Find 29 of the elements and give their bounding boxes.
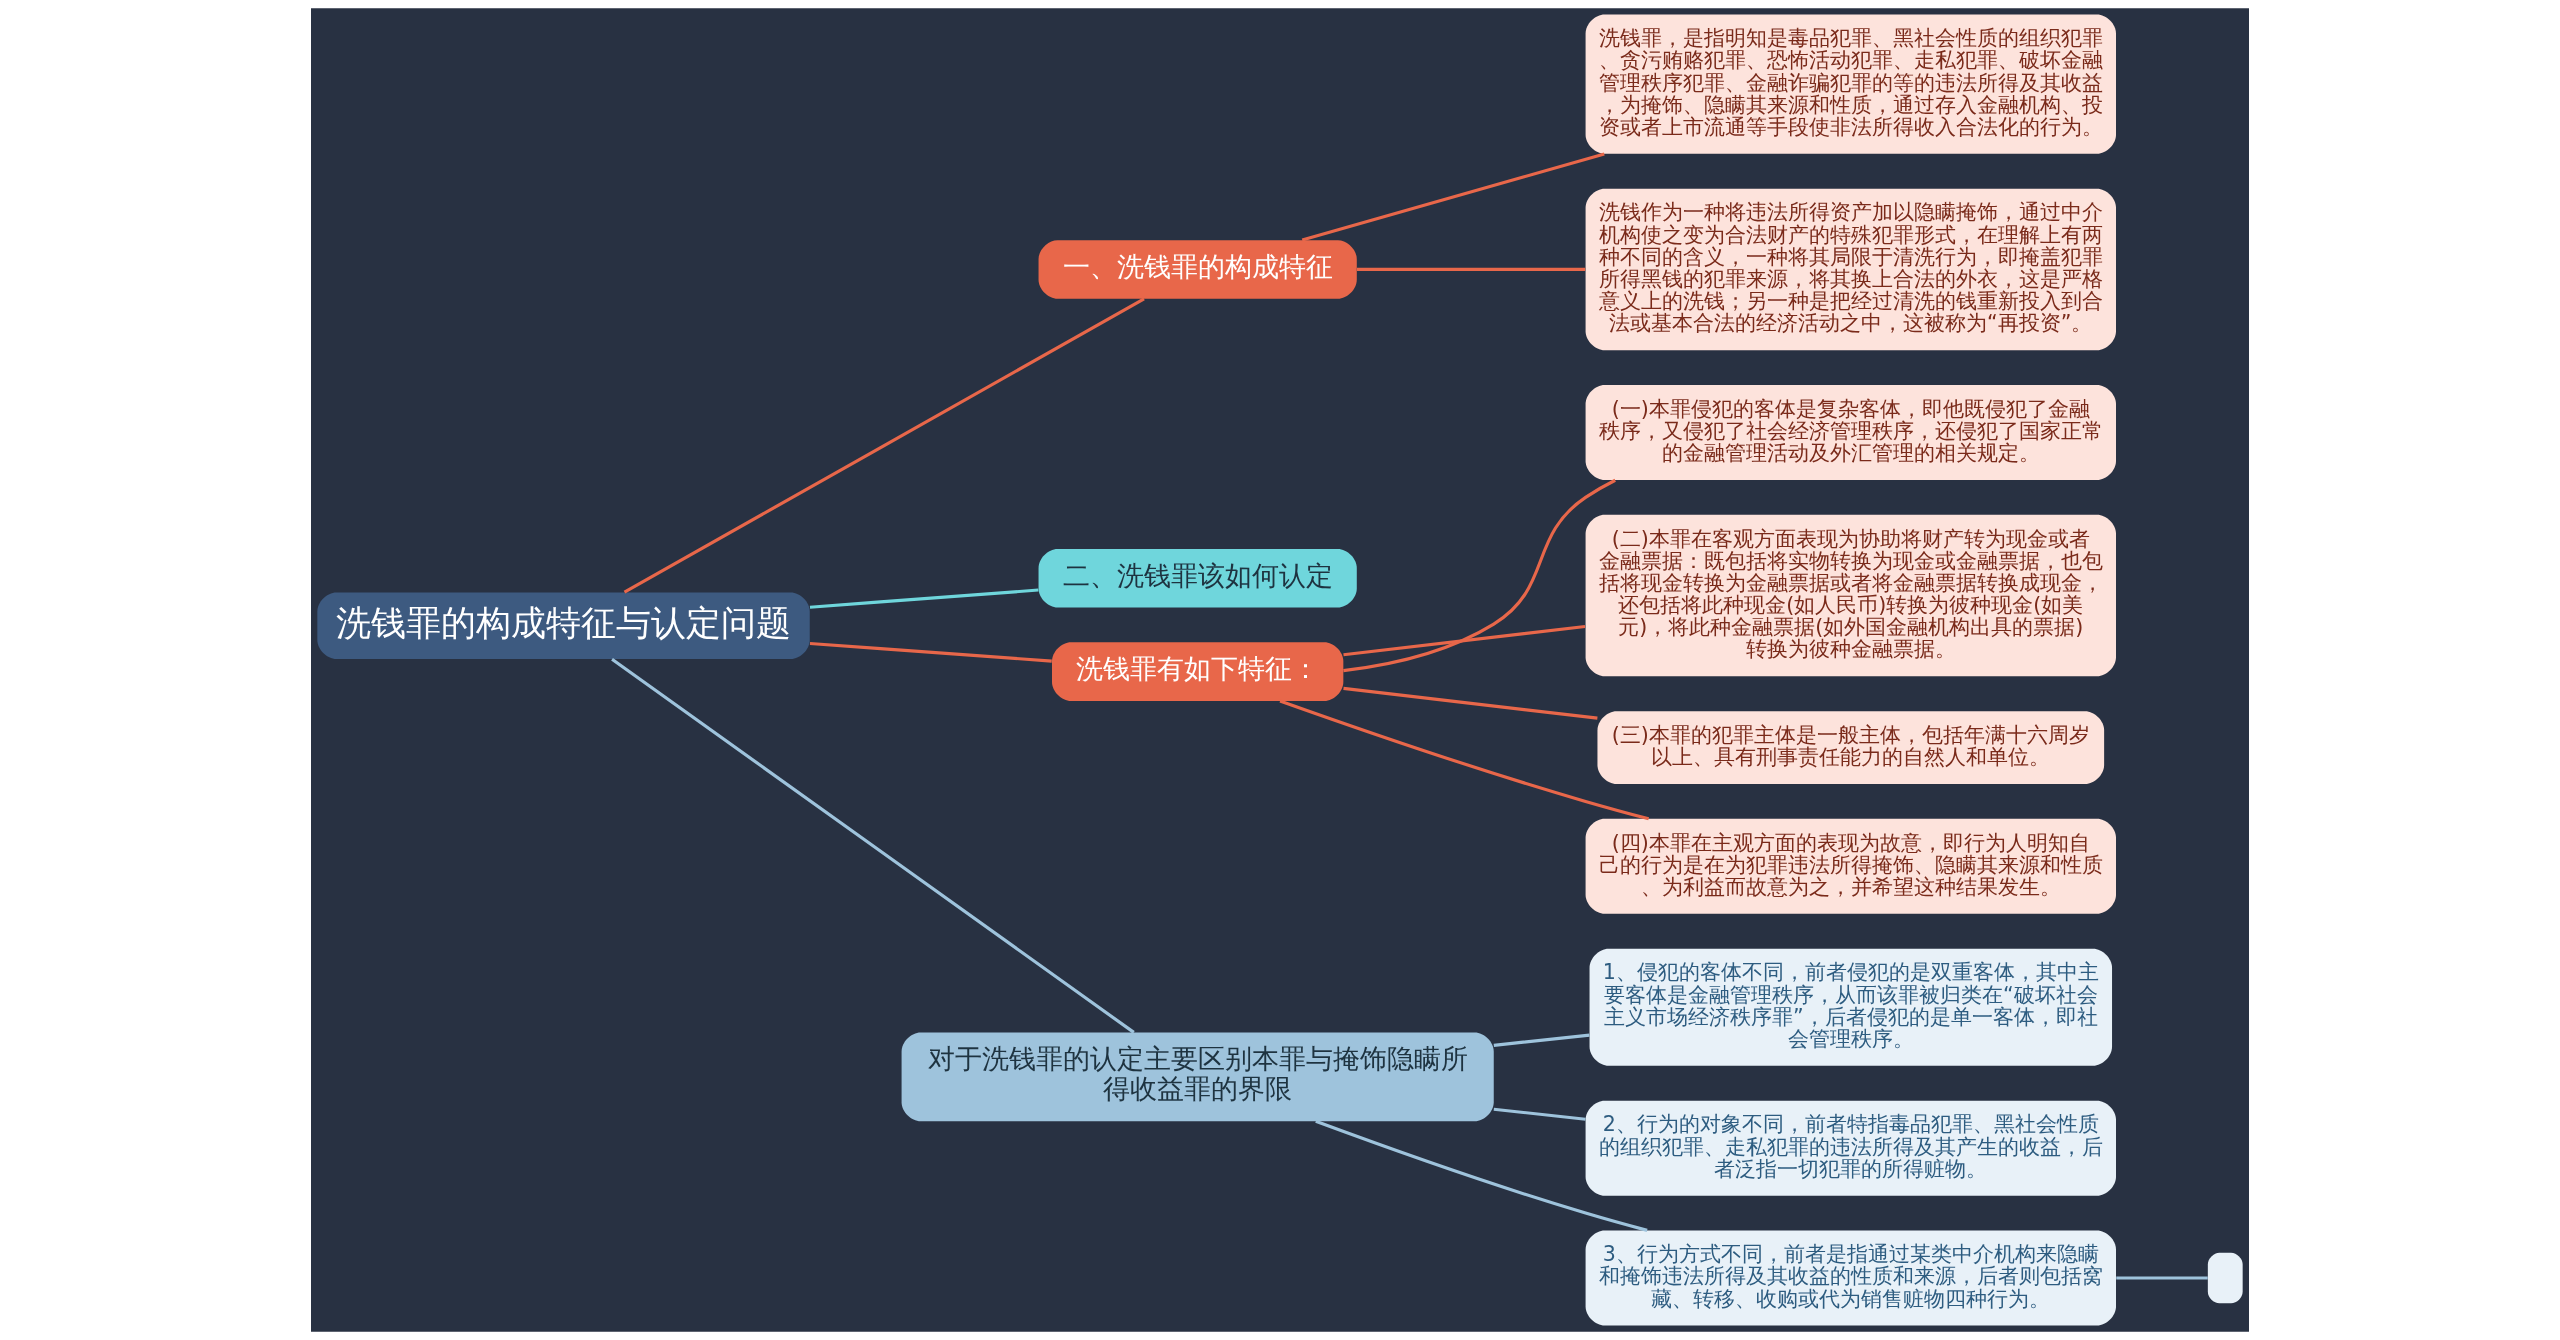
connector [1343, 478, 1616, 673]
node-box: (一)本罪侵犯的客体是复杂客体，即他既侵犯了金融秩序，又侵犯了社会经济管理秩序，还侵犯了国家正常的金融管理活动及外汇管理的相关规定。 [1585, 385, 2116, 480]
node-box: 二、洗钱罪该如何认定 [1038, 548, 1357, 608]
node-box: 1、侵犯的客体不同，前者侵犯的是双重客体，其中主要客体是金融管理秩序，从而该罪被归类在“破坏社会主义市场经济秩序罪”，后者侵犯的是单一客体，即社会管理秩序。 [1589, 948, 2113, 1066]
node-box: 一、洗钱罪的构成特征 [1038, 240, 1357, 299]
connector [1357, 267, 1586, 271]
connector [1343, 686, 1598, 720]
node-box: 洗钱罪有如下特征： [1052, 642, 1344, 701]
connector [2116, 1276, 2208, 1280]
node-box: 洗钱罪的构成特征与认定问题 [317, 592, 810, 659]
connector [1493, 1033, 1590, 1047]
connector [1315, 1119, 1648, 1232]
node-box [2207, 1252, 2243, 1304]
node-box: 2、行为的对象不同，前者特指毒品犯罪、黑社会性质的组织犯罪、走私犯罪的违法所得及其产生的收益，后者泛指一切犯罪的所得赃物。 [1585, 1100, 2116, 1196]
node-box: 3、行为方式不同，前者是指通过某类中介机构来隐瞒和掩饰违法所得及其收益的性质和来源，后者则包括窝藏、转移、收购或代为销售赃物四种行为。 [1585, 1230, 2116, 1326]
connector [1301, 152, 1605, 242]
connector [809, 588, 1039, 609]
node-box: 对于洗钱罪的认定主要区别本罪与掩饰隐瞒所得收益罪的界限 [901, 1032, 1494, 1122]
connector [611, 657, 1135, 1034]
node-box: 洗钱罪，是指明知是毒品犯罪、黑社会性质的组织犯罪、贪污贿赂犯罪、恐怖活动犯罪、走私犯罪、破坏金融管理秩序犯罪、金融诈骗犯罪的等的违法所得及其收益，为掩饰、隐瞒其来源和性质，通过存入金融机构、投资或者上市流通等手段使非法所得收入合法化的行为。 [1585, 14, 2116, 154]
node-box: 洗钱作为一种将违法所得资产加以隐瞒掩饰，通过中介机构使之变为合法财产的特殊犯罪形式，在理解上有两种不同的含义，一种将其局限于清洗行为，即掩盖犯罪所得黑钱的犯罪来源，将其换上合法的外衣，这是严格意义上的洗钱；另一种是把经过清洗的钱重新投入到合法或基本合法的经济活动之中，这被称为“再投资”。 [1585, 188, 2116, 351]
connector [1493, 1107, 1586, 1121]
node-box: (三)本罪的犯罪主体是一般主体，包括年满十六周岁以上、具有刑事责任能力的自然人和单位。 [1597, 711, 2105, 784]
connector [809, 641, 1052, 663]
node-box: (四)本罪在主观方面的表现为故意，即行为人明知自己的行为是在为犯罪违法所得掩饰、隐瞒其来源和性质、为利益而故意为之，并希望这种结果发生。 [1585, 818, 2116, 914]
connector [1343, 624, 1586, 657]
connector [623, 297, 1145, 594]
connector [1279, 699, 1650, 821]
node-box: (二)本罪在客观方面表现为协助将财产转为现金或者金融票据：既包括将实物转换为现金或金融票据，也包括将现金转换为金融票据或者将金融票据转换成现金，还包括将此种现金(如人民币)转换为彼种现金(如美元)，将此种金融票据(如外国金融机构出具的票据)转换为彼种金融票据。 [1585, 514, 2116, 677]
